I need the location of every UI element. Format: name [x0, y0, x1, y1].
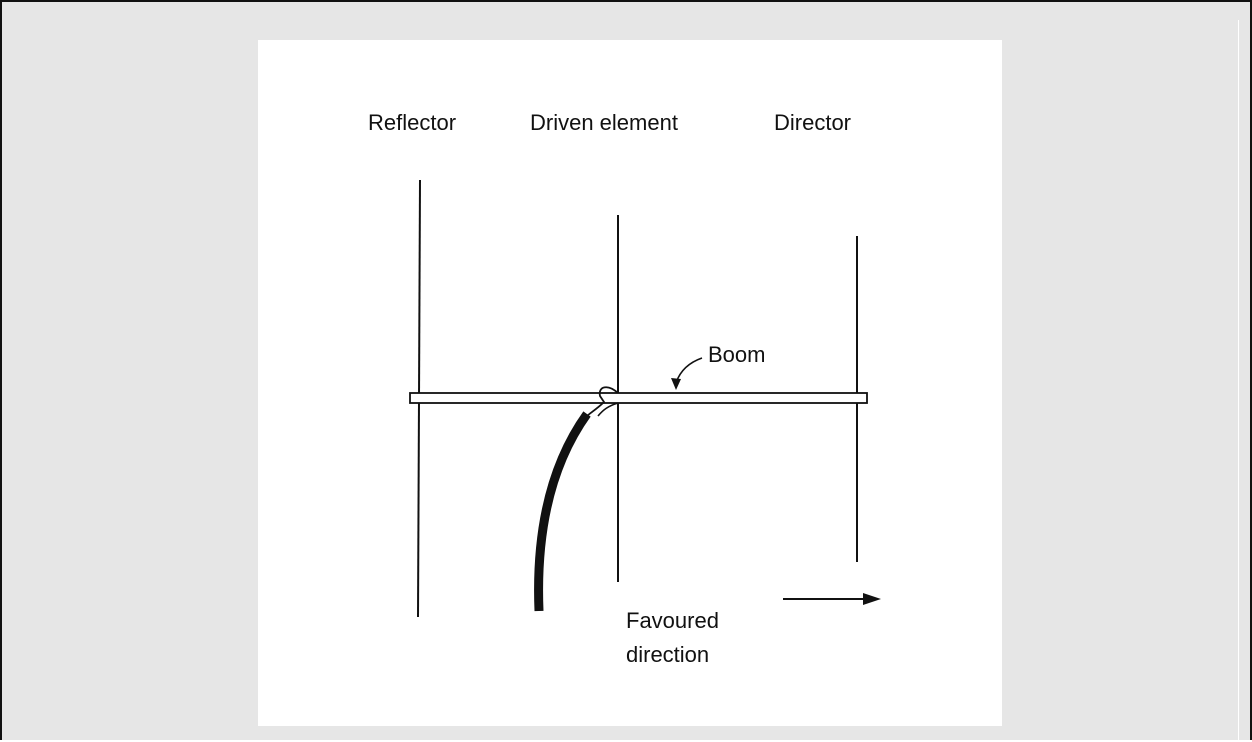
- feed-connection: [584, 386, 619, 419]
- favoured-direction-line-1: Favoured: [626, 608, 719, 633]
- reflector-label: Reflector: [368, 110, 457, 135]
- director-label: Director: [774, 110, 852, 135]
- frame-divider: [1238, 20, 1239, 742]
- yagi-antenna-diagram: [409, 179, 881, 618]
- boom-callout-arrowhead: [671, 378, 681, 390]
- boom-label: Boom: [708, 342, 766, 367]
- direction-arrowhead: [863, 593, 881, 605]
- feed-connection-lower: [597, 402, 619, 417]
- feed-cable: [534, 411, 591, 612]
- driven-element-label: Driven element: [530, 110, 678, 135]
- diagram-panel: Reflector Driven element Director Boom F…: [258, 40, 1002, 726]
- favoured-direction-line-2: direction: [626, 642, 710, 667]
- favoured-direction-label: Favoured direction: [626, 604, 719, 672]
- boom: [409, 392, 868, 404]
